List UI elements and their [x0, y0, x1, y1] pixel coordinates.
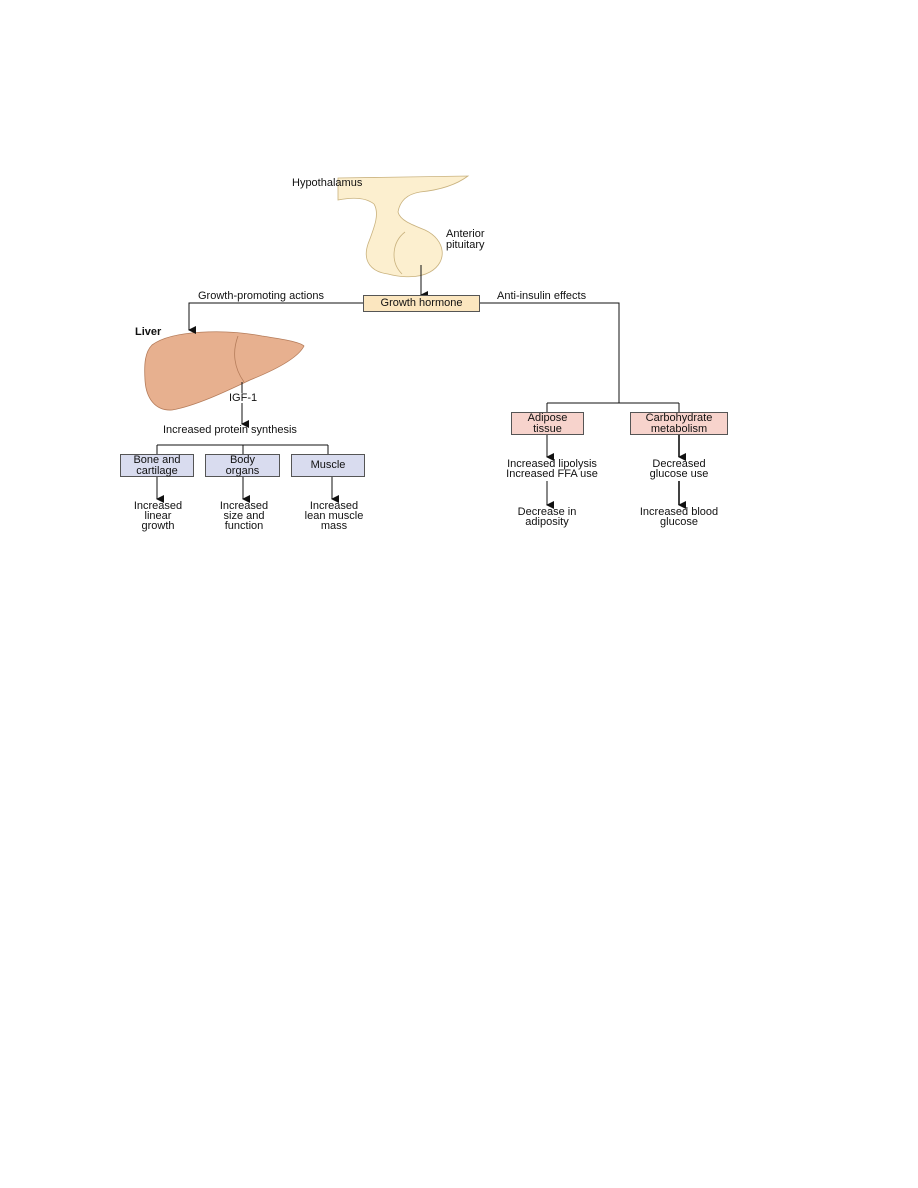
organs-box-line2: organs — [225, 464, 260, 477]
bone-outcome-line3: growth — [141, 520, 175, 532]
organs-outcome-line1: Increased — [219, 500, 269, 512]
adipose-result-line1: Decrease in — [517, 506, 577, 518]
muscle-outcome-line3: mass — [320, 520, 348, 532]
adipose-effect: Increased lipolysis Increased FFA use — [492, 458, 612, 480]
body-organs-box: Body organs — [205, 454, 280, 477]
adipose-box-line1: Adipose — [527, 411, 568, 424]
carb-box-line1: Carbohydrate — [645, 411, 713, 424]
organs-outcome-line3: function — [224, 520, 264, 532]
arrow-gh-liver — [188, 302, 363, 334]
adipose-result: Decrease in adiposity — [502, 506, 592, 528]
anterior-pituitary-label-line2: pituitary — [446, 239, 485, 251]
organs-outcome-line2: size and — [223, 510, 265, 522]
muscle-outcome: Increased lean muscle mass — [289, 500, 379, 532]
hypothalamus-label: Hypothalamus — [292, 177, 363, 189]
carb-result-line2: glucose — [660, 516, 698, 528]
adipose-effect-line2: Increased FFA use — [506, 468, 598, 480]
carbohydrate-metabolism-box: Carbohydrate metabolism — [630, 412, 728, 435]
bone-box-line2: cartilage — [136, 464, 178, 477]
adipose-result-line2: adiposity — [525, 516, 569, 528]
anti-insulin-label: Anti-insulin effects — [497, 290, 587, 302]
adipose-effect-line1: Increased lipolysis — [507, 458, 597, 470]
bone-cartilage-box: Bone and cartilage — [120, 454, 194, 477]
protein-synthesis-label: Increased protein synthesis — [163, 424, 297, 436]
carb-effect-line2: glucose use — [649, 468, 709, 480]
organs-outcome: Increased size and function — [199, 500, 289, 532]
pituitary-lobe-line — [393, 231, 406, 275]
carb-effect: Decreased glucose use — [634, 458, 724, 480]
growth-hormone-text: Growth hormone — [380, 297, 463, 309]
bone-outcome-line1: Increased — [133, 500, 183, 512]
muscle-box-text: Muscle — [310, 459, 346, 471]
line-gh-anti-insulin — [480, 302, 620, 403]
muscle-outcome-line1: Increased — [309, 500, 359, 512]
anterior-pituitary-label-line1: Anterior — [446, 228, 485, 240]
liver-shape — [144, 331, 305, 411]
muscle-outcome-line2: lean muscle — [304, 510, 364, 522]
adipose-box-line2: tissue — [533, 422, 562, 435]
bone-outcome-line2: linear — [144, 510, 172, 522]
bone-outcome: Increased linear growth — [113, 500, 203, 532]
growth-hormone-box: Growth hormone — [363, 295, 480, 312]
carb-result-line1: Increased blood — [639, 506, 719, 518]
carb-effect-line1: Decreased — [652, 458, 706, 470]
carb-result: Increased blood glucose — [627, 506, 731, 528]
liver-label: Liver — [135, 326, 162, 338]
muscle-box: Muscle — [291, 454, 365, 477]
igf1-label: IGF-1 — [229, 392, 258, 404]
hypothalamus-shape — [337, 175, 470, 278]
adipose-tissue-box: Adipose tissue — [511, 412, 584, 435]
growth-promoting-label: Growth-promoting actions — [198, 290, 324, 302]
carb-box-line2: metabolism — [650, 422, 708, 435]
liver-lobe-line — [234, 335, 245, 383]
bone-box-line1: Bone and — [133, 453, 181, 466]
organs-box-line1: Body — [229, 453, 256, 466]
